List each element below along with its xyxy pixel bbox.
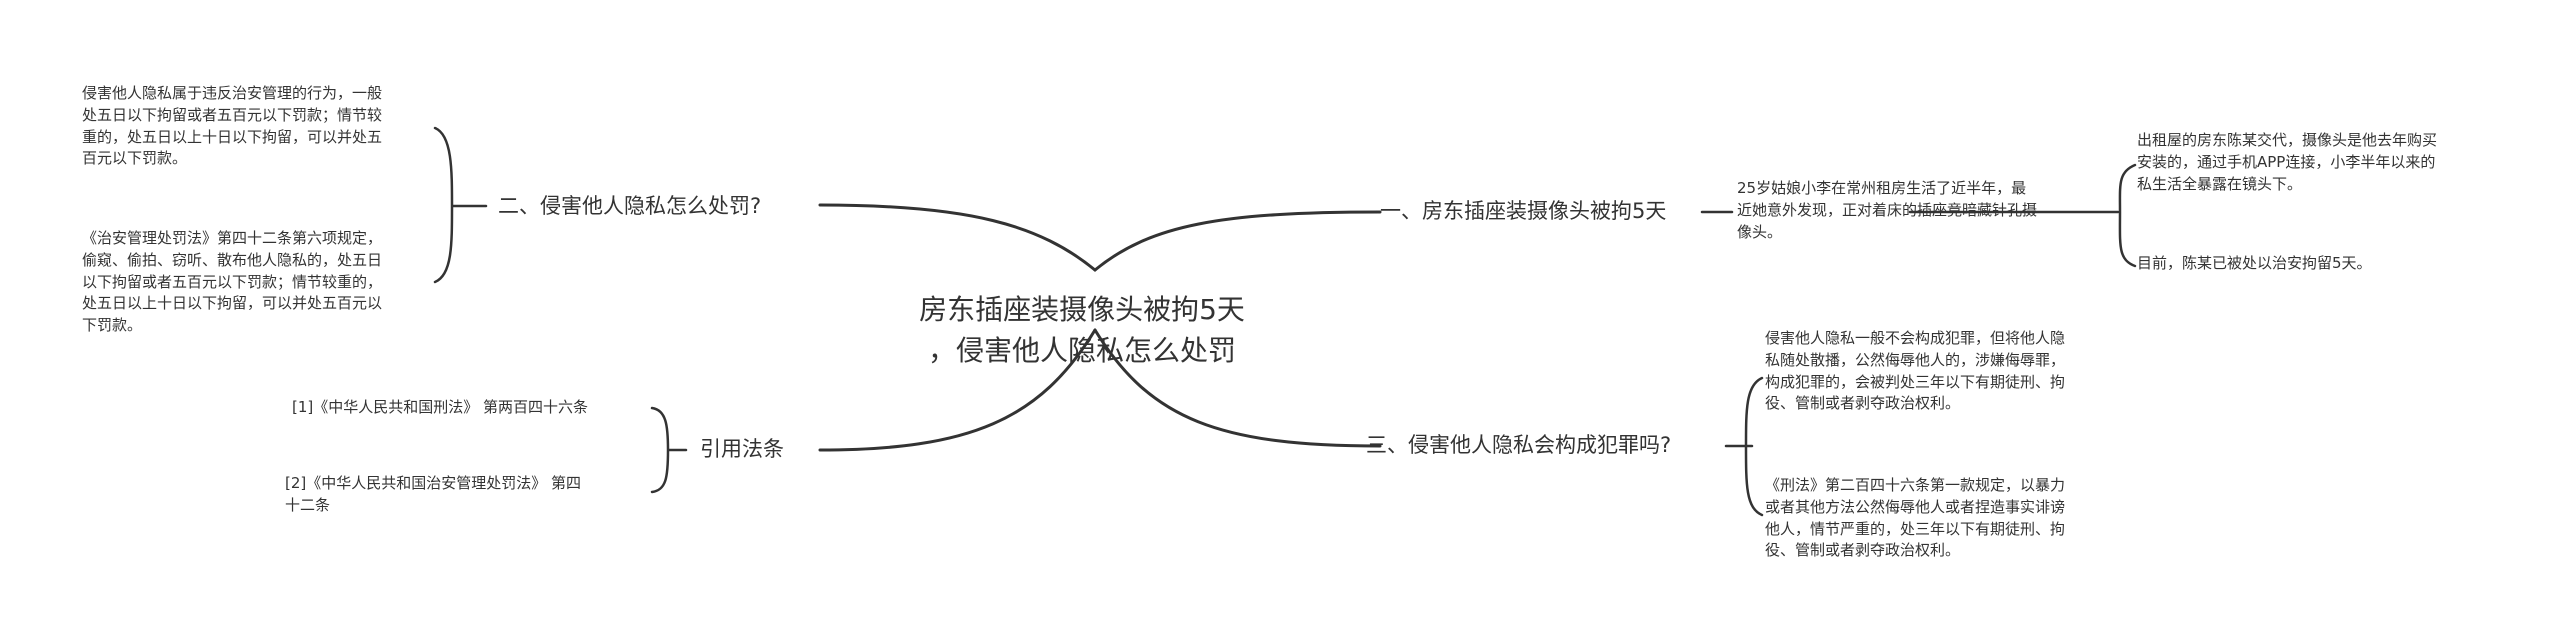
detail-line: 处五日以下拘留或者五百元以下罚款；情节较 xyxy=(82,105,383,124)
detail-line: 或者其他方法公然侮辱他人或者捏造事实诽谤 xyxy=(1765,497,2066,516)
detail-line: 出租屋的房东陈某交代，摄像头是他去年购买 xyxy=(2137,131,2438,149)
bracket-b1-details xyxy=(1908,163,2137,268)
bracket-b2-details xyxy=(433,126,488,284)
branch-3-label: 三、侵害他人隐私会构成犯罪吗? xyxy=(1366,433,1672,457)
connector-center-b1 xyxy=(1093,210,1382,272)
detail-line: 役、管制或者剥夺政治权利。 xyxy=(1765,394,1961,413)
detail-line: 私生活全暴露在镜头下。 xyxy=(2137,174,2303,193)
branch-3-detail-2: 《刑法》第二百四十六条第一款规定，以暴力 或者其他方法公然侮辱他人或者捏造事实诽… xyxy=(1765,475,2145,562)
detail-line: 安装的，通过手机APP连接，小李半年以来的 xyxy=(2137,152,2436,171)
branch-4-ref-2: [2]《中华人民共和国治安管理处罚法》 第四 十二条 xyxy=(285,473,645,517)
branch-2-detail-2: 《治安管理处罚法》第四十二条第六项规定， 偷窥、偷拍、窃听、散布他人隐私的，处五… xyxy=(82,228,442,337)
branch-1-label: 一、房东插座装摄像头被拘5天 xyxy=(1380,199,1667,223)
detail-line: 《刑法》第二百四十六条第一款规定，以暴力 xyxy=(1765,476,2066,494)
detail-line: 《治安管理处罚法》第四十二条第六项规定， xyxy=(82,229,383,247)
detail-line: 偷窥、偷拍、窃听、散布他人隐私的，处五日 xyxy=(82,250,383,269)
detail-line: 侵害他人隐私属于违反治安管理的行为，一般 xyxy=(82,84,383,102)
branch-4-ref-1: [1]《中华人民共和国刑法》 第两百四十六条 xyxy=(292,397,652,419)
connector-center-b2 xyxy=(818,203,1097,272)
branch-1-summary-line: 25岁姑娘小李在常州租房生活了近半年，最 xyxy=(1737,179,2027,197)
detail-line: 役、管制或者剥夺政治权利。 xyxy=(1765,541,1961,560)
branch-1-detail-2: 目前，陈某已被处以治安拘留5天。 xyxy=(2137,253,2517,275)
connector-center-b4 xyxy=(818,328,1097,452)
detail-line: 目前，陈某已被处以治安拘留5天。 xyxy=(2137,254,2372,272)
central-topic-line2: ，侵害他人隐私怎么处罚 xyxy=(927,333,1236,367)
central-topic-line1: 房东插座装摄像头被拘5天 xyxy=(919,293,1245,326)
detail-line: 重的，处五日以上十日以下拘留，可以并处五 xyxy=(82,127,383,146)
central-topic: 房东插座装摄像头被拘5天 ，侵害他人隐私怎么处罚 xyxy=(902,290,1262,371)
detail-line: 侵害他人隐私一般不会构成犯罪，但将他人隐 xyxy=(1765,329,2066,347)
branch-3-detail-1: 侵害他人隐私一般不会构成犯罪，但将他人隐 私随处散播，公然侮辱他人的，涉嫌侮辱罪… xyxy=(1765,328,2145,415)
bracket-b4-details xyxy=(650,406,688,494)
branch-1-summary-line: 像头。 xyxy=(1737,222,1783,241)
detail-line: 构成犯罪的，会被判处三年以下有期徒刑、拘 xyxy=(1765,372,2066,391)
branch-2-detail-1: 侵害他人隐私属于违反治安管理的行为，一般 处五日以下拘留或者五百元以下罚款；情节… xyxy=(82,83,442,170)
reference-line: [2]《中华人民共和国治安管理处罚法》 第四 xyxy=(285,474,582,492)
connector-center-b3 xyxy=(1093,328,1382,448)
reference-line: 十二条 xyxy=(285,495,331,514)
branch-4-label: 引用法条 xyxy=(700,437,784,461)
detail-line: 下罚款。 xyxy=(82,316,143,334)
detail-line: 处五日以上十日以下拘留，可以并处五百元以 xyxy=(82,294,383,313)
branch-1-detail-1: 出租屋的房东陈某交代，摄像头是他去年购买 安装的，通过手机APP连接，小李半年以… xyxy=(2137,130,2517,195)
reference-line: [1]《中华人民共和国刑法》 第两百四十六条 xyxy=(292,398,589,416)
branch-1-summary-line: 近她意外发现，正对着床的插座竟暗藏针孔摄 xyxy=(1737,200,2038,219)
branch-2-label: 二、侵害他人隐私怎么处罚? xyxy=(498,194,762,218)
detail-line: 他人，情节严重的，处三年以下有期徒刑、拘 xyxy=(1765,519,2066,538)
branch-1-summary: 25岁姑娘小李在常州租房生活了近半年，最 近她意外发现，正对着床的插座竟暗藏针孔… xyxy=(1737,178,2087,243)
detail-line: 以下拘留或者五百元以下罚款；情节较重的， xyxy=(82,272,383,291)
bracket-b3-details xyxy=(1724,376,1764,517)
detail-line: 百元以下罚款。 xyxy=(82,149,188,168)
detail-line: 私随处散播，公然侮辱他人的，涉嫌侮辱罪， xyxy=(1765,350,2066,369)
